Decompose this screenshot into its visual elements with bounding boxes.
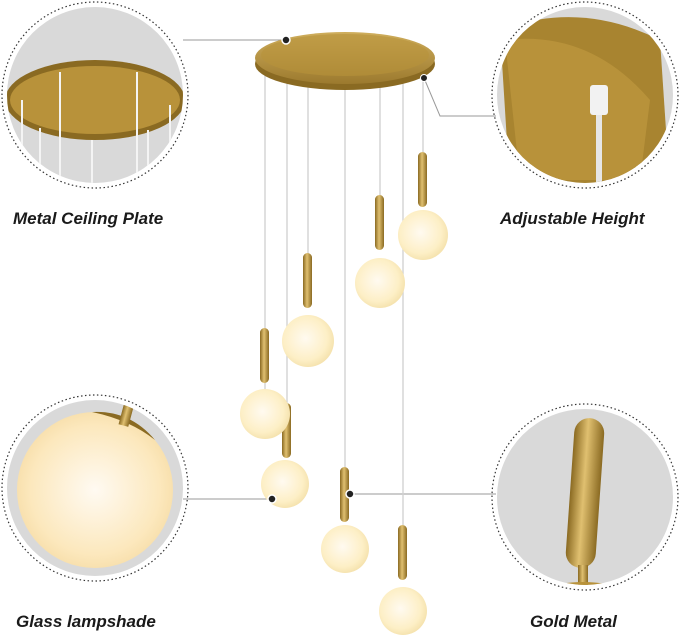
inset-adjustable-height [491, 1, 679, 189]
inset-ceiling-plate [1, 1, 189, 189]
callout-lines [183, 39, 496, 500]
ceiling-plate [255, 32, 435, 90]
label-metal-ceiling-plate: Metal Ceiling Plate [13, 209, 164, 228]
pendants [240, 152, 448, 635]
label-adjustable-height: Adjustable Height [500, 209, 645, 228]
label-gold-metal: Gold Metal [530, 612, 617, 631]
inset-glass-lampshade [1, 394, 189, 582]
inset-gold-metal [491, 403, 679, 591]
label-glass-lampshade: Glass lampshade [16, 612, 156, 631]
